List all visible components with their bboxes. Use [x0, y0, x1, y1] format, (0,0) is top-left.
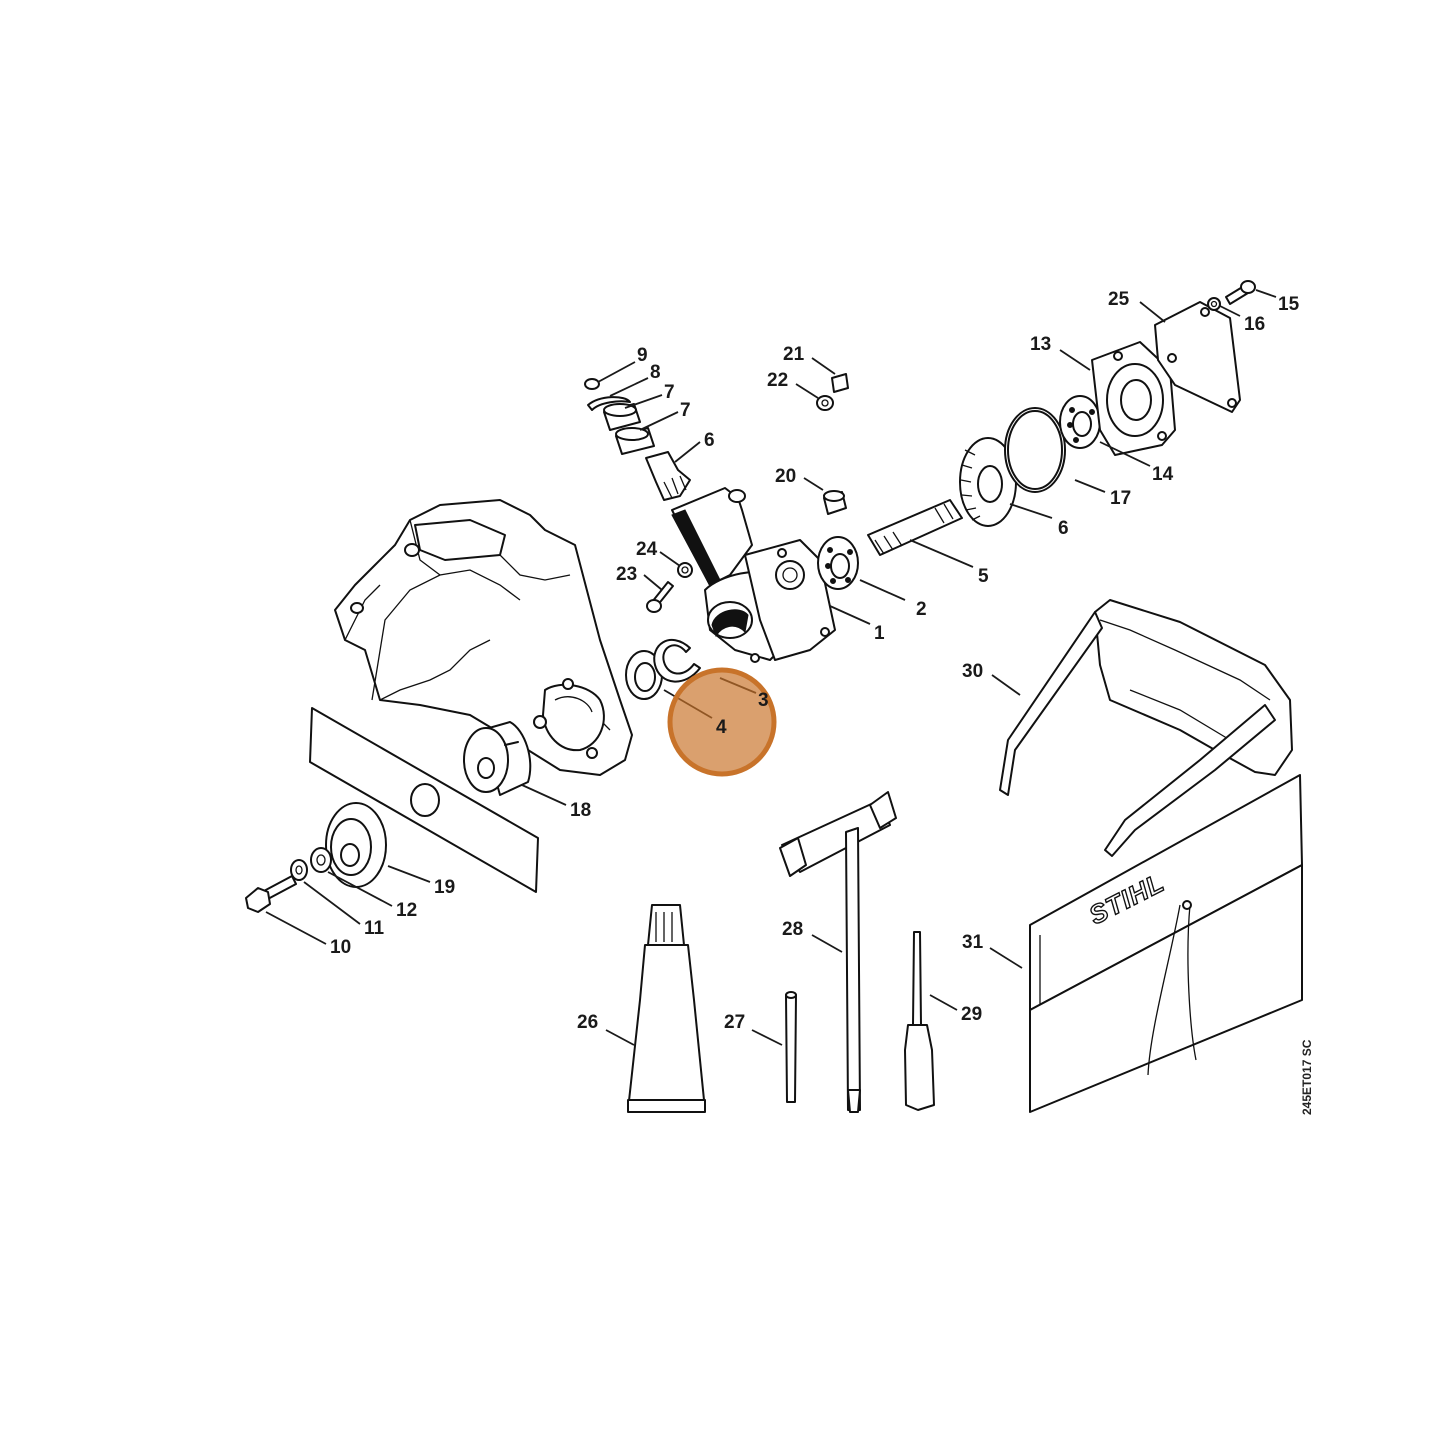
callout-16[interactable]: 16 [1244, 314, 1265, 335]
callout-4[interactable]: 4 [716, 717, 727, 738]
callout-11[interactable]: 11 [364, 918, 385, 939]
bolt-10 [245, 875, 297, 913]
callout-14[interactable]: 14 [1152, 464, 1174, 485]
callout-25[interactable]: 25 [1108, 289, 1130, 310]
bearing-7b [615, 427, 655, 455]
callout-18[interactable]: 18 [570, 800, 591, 821]
callout-15[interactable]: 15 [1278, 294, 1300, 315]
circlip-9 [584, 378, 600, 390]
callout-7b[interactable]: 7 [680, 400, 691, 421]
bearing-7a [603, 403, 641, 431]
thrust-washer-18 [463, 721, 532, 796]
screw-21 [831, 373, 849, 393]
grease-tube-26 [627, 904, 706, 1113]
ball-bearing-2 [817, 536, 859, 590]
washer-22 [816, 395, 834, 411]
callout-8[interactable]: 8 [650, 362, 661, 383]
callout-1[interactable]: 1 [874, 623, 885, 644]
combination-wrench-28 [779, 791, 897, 1113]
callout-6a[interactable]: 6 [704, 430, 715, 451]
callout-27[interactable]: 27 [724, 1012, 745, 1033]
callout-31[interactable]: 31 [962, 932, 984, 953]
pin-27 [785, 991, 797, 1103]
washer-24 [677, 562, 693, 578]
callout-5[interactable]: 5 [978, 566, 989, 587]
cap-25 [1154, 301, 1241, 413]
screw-23 [646, 581, 674, 613]
callout-13[interactable]: 13 [1030, 334, 1051, 355]
highlight-marker[interactable] [667, 667, 777, 777]
o-ring-17 [1004, 407, 1066, 493]
callout-7a[interactable]: 7 [664, 382, 675, 403]
callout-29[interactable]: 29 [961, 1004, 982, 1025]
gear-housing-1 [671, 487, 836, 663]
tool-bag-31 [1029, 774, 1303, 1113]
callout-19[interactable]: 19 [434, 877, 455, 898]
screw-plug-20 [823, 490, 847, 515]
shaft-5 [867, 499, 963, 556]
washer-16 [1207, 297, 1221, 311]
callout-3[interactable]: 3 [758, 690, 769, 711]
callout-20[interactable]: 20 [775, 466, 796, 487]
callout-10[interactable]: 10 [330, 937, 351, 958]
safety-glasses-30 [999, 599, 1293, 857]
callout-labels: 9 8 7 7 6 21 22 20 25 15 16 13 14 17 6 5… [330, 289, 1300, 1033]
blade-guard [334, 499, 633, 776]
washer-12 [310, 847, 332, 873]
callout-9[interactable]: 9 [637, 345, 648, 366]
circlip-8 [587, 396, 631, 411]
bearing-14 [1059, 395, 1101, 449]
thrust-plate-19 [325, 802, 387, 888]
washer-11 [290, 859, 308, 881]
oil-seal-4 [625, 650, 663, 700]
callout-30[interactable]: 30 [962, 661, 983, 682]
callout-28[interactable]: 28 [782, 919, 803, 940]
callout-23[interactable]: 23 [616, 564, 637, 585]
screw-15 [1225, 280, 1256, 305]
callout-6b[interactable]: 6 [1058, 518, 1069, 539]
callout-12[interactable]: 12 [396, 900, 417, 921]
callout-21[interactable]: 21 [783, 344, 805, 365]
bevel-gear-6 [959, 437, 1017, 527]
drawing-reference-code: 245ET017 SC [1300, 1039, 1314, 1115]
callout-22[interactable]: 22 [767, 370, 788, 391]
flange-13 [1091, 341, 1176, 456]
callout-17[interactable]: 17 [1110, 488, 1131, 509]
cutting-blade [309, 707, 539, 893]
pinion-6a [645, 451, 691, 501]
callout-2[interactable]: 2 [916, 599, 927, 620]
callout-24[interactable]: 24 [636, 539, 658, 560]
callout-26[interactable]: 26 [577, 1012, 598, 1033]
screwdriver-29 [904, 931, 935, 1111]
circlip-3 [653, 638, 701, 683]
